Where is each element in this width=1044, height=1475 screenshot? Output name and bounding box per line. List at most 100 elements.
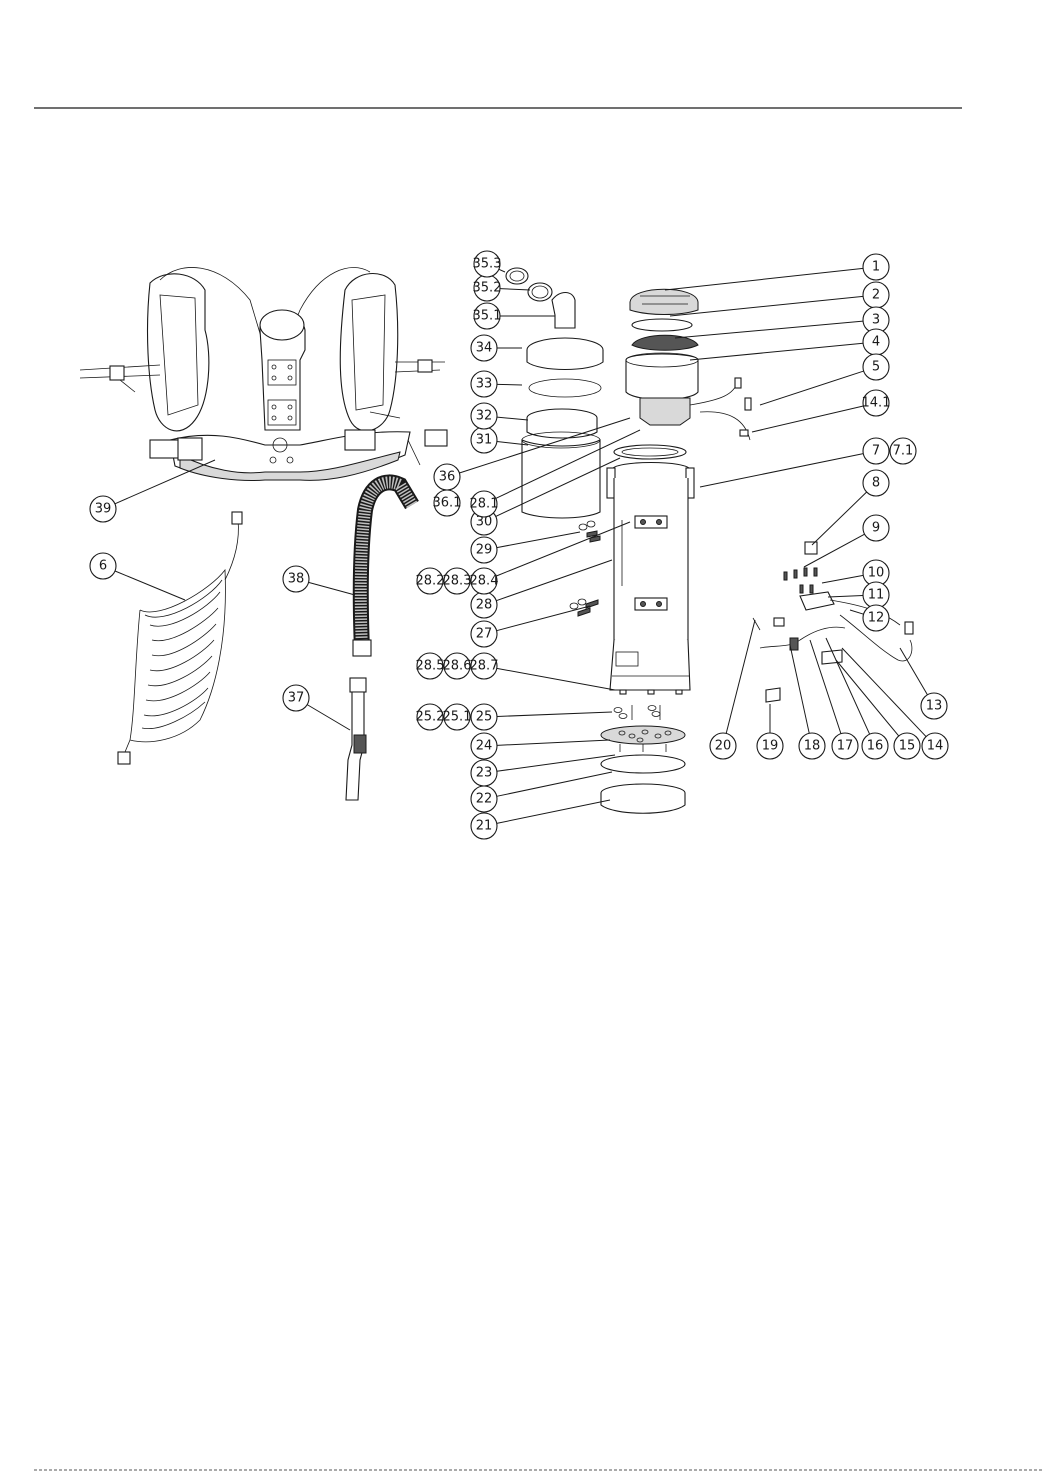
callout-number: 7.1 (893, 444, 914, 459)
callout-number: 11 (868, 588, 885, 603)
callout-number: 22 (476, 792, 493, 807)
callout-number: 23 (476, 766, 493, 781)
leader-line (496, 522, 630, 576)
callout-20: 20 (710, 733, 736, 759)
callout-28-2: 28.2 (416, 568, 445, 594)
callout-number: 36.1 (433, 496, 462, 511)
callout-number: 33 (476, 377, 493, 392)
callout-28-6: 28.6 (443, 653, 472, 679)
callout-number: 1 (872, 260, 880, 275)
callout-number: 9 (872, 521, 880, 536)
power-cord-drawing (118, 512, 242, 764)
leader-line (496, 560, 612, 601)
callout-number: 15 (899, 739, 916, 754)
callout-15: 15 (894, 733, 920, 759)
leader-line (307, 705, 350, 730)
callout-25-2: 25.2 (416, 704, 445, 730)
leader-line (497, 712, 612, 716)
callout-number: 10 (868, 566, 885, 581)
callout-number: 25 (476, 710, 493, 725)
callout-number: 18 (804, 739, 821, 754)
leader-line (497, 384, 522, 385)
leader-line (826, 638, 870, 734)
callout-number: 35.1 (473, 309, 502, 324)
callout-number: 6 (99, 559, 107, 574)
wand-drawing (346, 678, 366, 800)
callout-32: 32 (471, 403, 497, 429)
elbow-coupling-drawing (506, 268, 575, 328)
callout-number: 28.6 (443, 659, 472, 674)
main-body-drawing (607, 445, 694, 694)
callout-35-3: 35.3 (473, 251, 502, 277)
callout-number: 16 (867, 739, 884, 754)
callout-number: 36 (439, 470, 456, 485)
callout-number: 25.1 (443, 710, 472, 725)
leader-line (497, 755, 615, 771)
leader-line (500, 289, 530, 290)
leader-line (497, 740, 610, 745)
callout-number: 27 (476, 627, 493, 642)
callout-13: 13 (921, 693, 947, 719)
leader-line (309, 582, 355, 595)
leader-line (670, 296, 863, 316)
callout-11: 11 (863, 582, 889, 608)
callout-18: 18 (799, 733, 825, 759)
callout-number: 7 (872, 444, 880, 459)
callout-17: 17 (832, 733, 858, 759)
callout-number: 34 (476, 341, 493, 356)
leader-line (497, 532, 580, 548)
motor-stack-drawing (626, 289, 751, 440)
callout-36-1: 36.1 (433, 490, 462, 516)
callout-number: 28.7 (470, 659, 499, 674)
callout-28: 28 (471, 592, 497, 618)
callout-22: 22 (471, 786, 497, 812)
callout-number: 21 (476, 819, 493, 834)
callout-4: 4 (863, 329, 889, 355)
callout-5: 5 (863, 354, 889, 380)
callout-number: 28.4 (470, 574, 499, 589)
callout-27: 27 (471, 621, 497, 647)
callout-35-1: 35.1 (473, 303, 502, 329)
callout-number: 14.1 (862, 396, 891, 411)
callout-1: 1 (863, 254, 889, 280)
callout-25-1: 25.1 (443, 704, 472, 730)
leader-line (690, 343, 863, 360)
leader-line (900, 648, 927, 695)
callout-number: 35.3 (473, 257, 502, 272)
callout-8: 8 (863, 470, 889, 496)
callout-number: 28.3 (443, 574, 472, 589)
leader-line (726, 620, 755, 733)
callout-14: 14 (922, 733, 948, 759)
callout-38: 38 (283, 566, 309, 592)
leader-line (497, 417, 528, 420)
callout-14-1: 14.1 (862, 390, 891, 416)
callout-number: 28 (476, 598, 493, 613)
leader-line (790, 645, 809, 733)
callout-19: 19 (757, 733, 783, 759)
callout-number: 20 (715, 739, 732, 754)
leader-line (752, 406, 863, 432)
callout-6: 6 (90, 553, 116, 579)
callout-number: 25.2 (416, 710, 445, 725)
callout-number: 28.1 (470, 497, 499, 512)
callout-28-3: 28.3 (443, 568, 472, 594)
leader-line (115, 460, 215, 504)
callout-16: 16 (862, 733, 888, 759)
callout-number: 37 (288, 691, 305, 706)
leader-line (497, 668, 615, 690)
callout-number: 8 (872, 476, 880, 491)
leader-line (842, 648, 926, 737)
callout-number: 5 (872, 360, 880, 375)
callout-number: 29 (476, 543, 493, 558)
callout-28-5: 28.5 (416, 653, 445, 679)
callout-24: 24 (471, 733, 497, 759)
callout-number: 19 (762, 739, 779, 754)
callout-number: 28.5 (416, 659, 445, 674)
callout-number: 12 (868, 611, 885, 626)
callout-35-2: 35.2 (473, 275, 502, 301)
callout-labels: 1234514.177.1891011121314151617181920212… (90, 251, 948, 839)
callout-39: 39 (90, 496, 116, 522)
callout-25: 25 (471, 704, 497, 730)
leader-line (700, 454, 863, 487)
